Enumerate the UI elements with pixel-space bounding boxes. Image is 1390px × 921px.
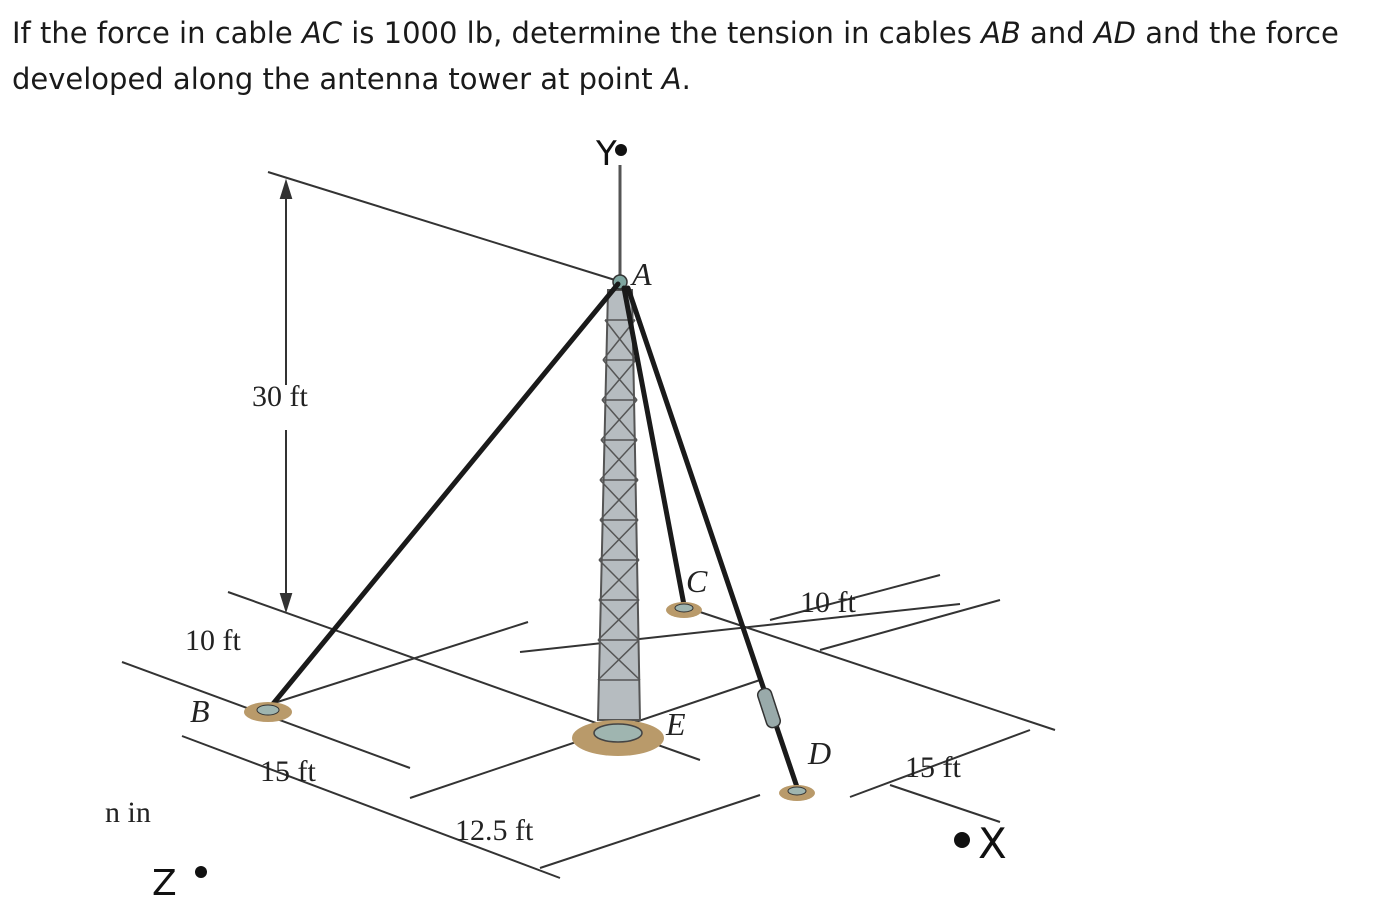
point-a-ref: A bbox=[661, 62, 682, 96]
problem-text: . bbox=[681, 62, 691, 96]
problem-text: is 1000 lb, determine the tension in cab… bbox=[342, 16, 982, 50]
point-e-label: E bbox=[665, 706, 686, 742]
anchors bbox=[244, 602, 815, 801]
antenna-tower bbox=[572, 165, 664, 756]
dim-d-x-label: 15 ft bbox=[905, 751, 961, 784]
cable-ac-ref: AC bbox=[301, 16, 343, 50]
cable-ab-ref: AB bbox=[981, 16, 1021, 50]
cable-ab bbox=[265, 281, 621, 713]
point-c-label: C bbox=[686, 563, 708, 599]
dim-b-offset-label: 10 ft bbox=[185, 624, 241, 657]
dim-z-label: 12.5 ft bbox=[455, 814, 534, 847]
problem-text: and bbox=[1020, 16, 1094, 50]
handwritten-y-dot bbox=[615, 144, 627, 156]
cable-ad-ref: AD bbox=[1093, 16, 1136, 50]
problem-statement: If the force in cable AC is 1000 lb, det… bbox=[12, 10, 1382, 102]
cables bbox=[265, 281, 801, 793]
handwritten-z-dot bbox=[195, 866, 207, 878]
dim-c-offset-label: 10 ft bbox=[800, 586, 856, 619]
problem-text: If the force in cable bbox=[12, 16, 302, 50]
problem-text: and the force developed along the antenn… bbox=[12, 16, 1339, 96]
handwritten-y-label: Y bbox=[595, 134, 617, 174]
handwritten-z-label: Z bbox=[152, 863, 177, 904]
cut-text: n in bbox=[105, 796, 151, 829]
dim-b-x-label: 15 ft bbox=[260, 755, 316, 788]
height-dimension bbox=[267, 171, 616, 614]
turnbuckle bbox=[756, 687, 782, 729]
point-a-label: A bbox=[630, 256, 652, 292]
cable-ac bbox=[621, 285, 687, 608]
point-b-label: B bbox=[190, 693, 210, 729]
handwritten-x-dot bbox=[954, 832, 970, 848]
point-d-label: D bbox=[807, 735, 831, 771]
handwritten-x-label: X bbox=[978, 819, 1007, 868]
dim-height-label: 30 ft bbox=[252, 380, 308, 413]
